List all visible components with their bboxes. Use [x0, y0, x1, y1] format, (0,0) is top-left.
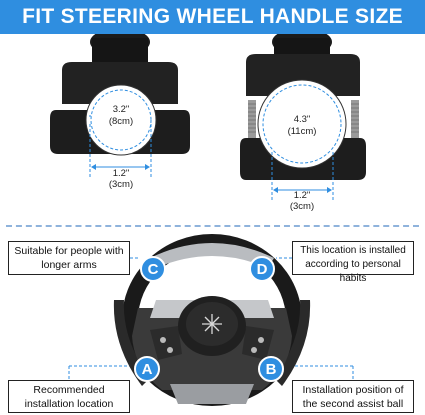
- label-bottom-right: Installation position of the second assi…: [292, 380, 414, 413]
- marker-a: A: [134, 356, 160, 382]
- marker-c: C: [140, 256, 166, 282]
- label-top-left: Suitable for people with longer arms: [8, 241, 130, 275]
- label-top-right: This location is installed according to …: [292, 241, 414, 284]
- section-divider: [6, 225, 419, 227]
- left-diameter: 3.2": [113, 104, 130, 115]
- left-clamp: 3.2" (8cm) 1.2" (3cm): [50, 34, 190, 190]
- horn-logo-icon: [202, 314, 222, 334]
- marker-b: B: [258, 356, 284, 382]
- right-clamp: 4.3" (11cm) 1.2" (3cm): [240, 34, 366, 212]
- right-width: 1.2": [294, 190, 311, 201]
- steering-wheel-illustration: C D A B: [68, 234, 354, 406]
- marker-d: D: [249, 256, 275, 282]
- left-diameter-cm: (8cm): [109, 116, 133, 127]
- marker-d-label: D: [257, 261, 268, 278]
- banner-title: FIT STEERING WHEEL HANDLE SIZE: [22, 5, 403, 28]
- clamp-illustrations: 3.2" (8cm) 1.2" (3cm) 4.3" (11cm): [50, 34, 366, 212]
- marker-c-label: C: [148, 261, 159, 278]
- title-banner: FIT STEERING WHEEL HANDLE SIZE: [0, 0, 425, 34]
- label-bottom-left: Recommended installation location: [8, 380, 130, 413]
- right-diameter: 4.3": [294, 114, 311, 125]
- marker-b-label: B: [266, 361, 277, 378]
- left-width-cm: (3cm): [109, 179, 133, 190]
- right-width-cm: (3cm): [290, 201, 314, 212]
- marker-a-label: A: [142, 361, 153, 378]
- right-diameter-cm: (11cm): [288, 126, 317, 137]
- left-width: 1.2": [113, 168, 130, 179]
